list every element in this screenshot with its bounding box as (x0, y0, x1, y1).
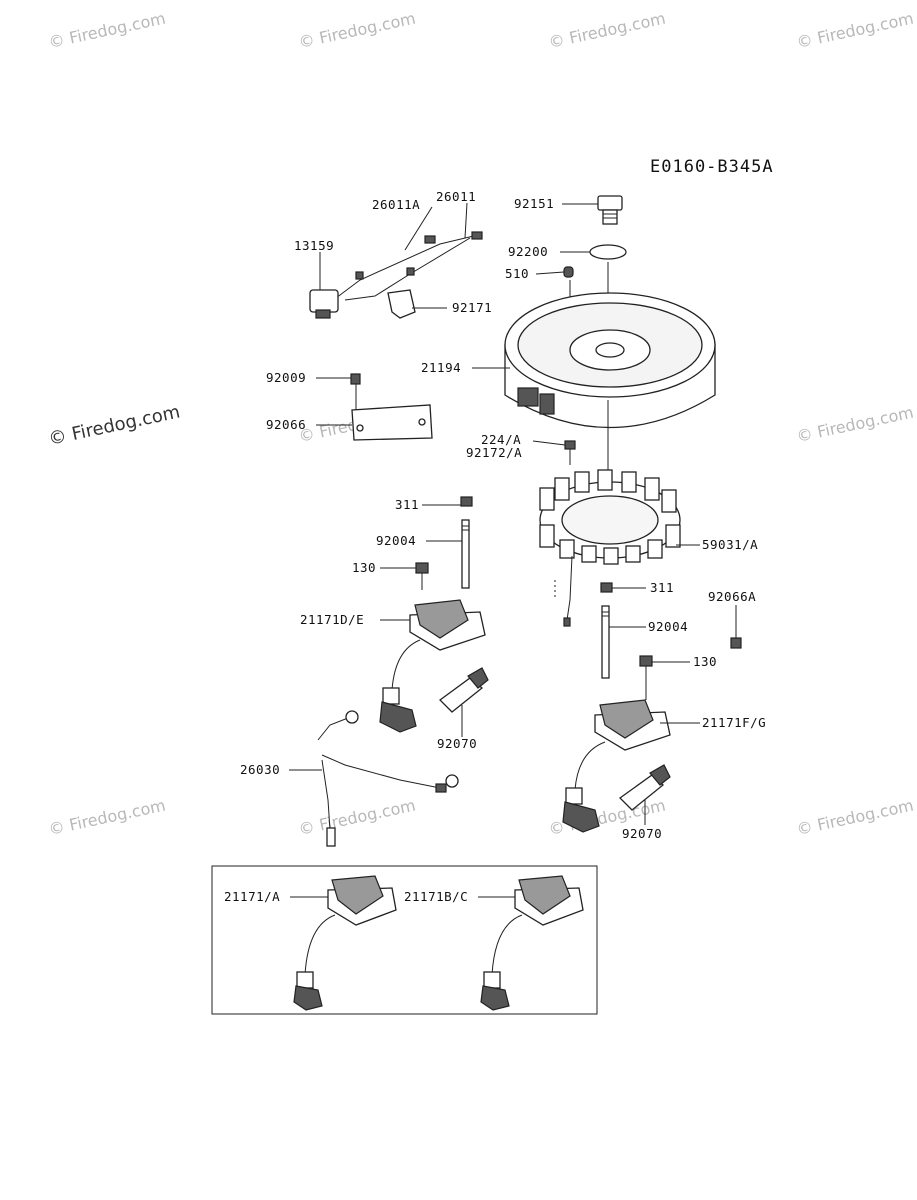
ignition-coil-left (379, 599, 486, 733)
watermarks: © Firedog.com © Firedog.com © Firedog.co… (47, 9, 916, 839)
label-130-right: 130 (693, 654, 717, 669)
stud-92004-left (461, 519, 470, 589)
ignition-coil-variant-bc (480, 875, 584, 1011)
lead-wire (317, 710, 459, 847)
label-92066: 92066 (266, 417, 306, 432)
label-21171BC: 21171B/C (404, 889, 468, 904)
label-311-right: 311 (650, 580, 674, 595)
label-21171FG: 21171F/G (702, 715, 766, 730)
label-92200: 92200 (508, 244, 548, 259)
watermark: © Firedog.com (795, 9, 915, 52)
spark-plug-right (618, 764, 671, 811)
watermark: © Firedog.com (795, 403, 915, 446)
wire-harness (309, 231, 483, 319)
stator (539, 469, 681, 627)
label-510: 510 (505, 266, 529, 281)
label-130-left: 130 (352, 560, 376, 575)
watermark: © Firedog.com (795, 796, 915, 839)
label-92009: 92009 (266, 370, 306, 385)
watermark: © Firedog.com (47, 9, 167, 52)
watermark-large: © Firedog.com (47, 402, 182, 450)
label-21194: 21194 (421, 360, 461, 375)
nut-311-right (600, 582, 613, 593)
ignition-coil-variant-a (293, 875, 397, 1011)
screw-130-right (639, 655, 653, 700)
label-92171: 92171 (452, 300, 492, 315)
screw-92009 (350, 373, 361, 385)
flywheel-bolt (597, 195, 623, 225)
stud-92004-right (601, 605, 610, 679)
flywheel (504, 292, 716, 429)
label-21171A: 21171/A (224, 889, 280, 904)
variants-box (211, 865, 598, 1015)
label-92070-right: 92070 (622, 826, 662, 841)
label-26030: 26030 (240, 762, 280, 777)
watermark: © Firedog.com (547, 9, 667, 52)
watermark: © Firedog.com (297, 796, 417, 839)
screw-224 (564, 440, 576, 465)
label-26011A: 26011A (372, 197, 420, 212)
nut-311-left (460, 496, 473, 507)
washer (589, 244, 627, 260)
label-92151: 92151 (514, 196, 554, 211)
spark-plug-left (439, 667, 489, 713)
watermark: © Firedog.com (47, 796, 167, 839)
label-92066A: 92066A (708, 589, 756, 604)
label-21171DE: 21171D/E (300, 612, 364, 627)
label-59031A: 59031/A (702, 537, 758, 552)
label-92004-right: 92004 (648, 619, 688, 634)
label-26011: 26011 (436, 189, 476, 204)
label-224A: 224/A (481, 432, 521, 447)
cover-plate (351, 404, 433, 441)
label-92172A: 92172/A (466, 445, 522, 460)
watermark: © Firedog.com (297, 9, 417, 52)
part-labels: 26011A 26011 13159 92171 92151 92200 510… (224, 189, 766, 904)
screw-130-left (415, 562, 429, 590)
label-92004-left: 92004 (376, 533, 416, 548)
woodruff-key (563, 266, 574, 278)
label-13159: 13159 (294, 238, 334, 253)
nut-92066A (730, 637, 742, 649)
ignition-coil-right (562, 699, 671, 833)
diagram-code: E0160-B345A (650, 157, 774, 177)
label-311-left: 311 (395, 497, 419, 512)
label-92070-left: 92070 (437, 736, 477, 751)
